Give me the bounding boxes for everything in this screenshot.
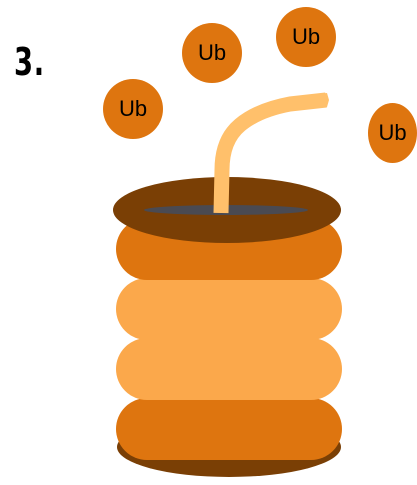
ubiquitin-label: Ub [378,120,406,146]
ubiquitin-molecule: Ub [182,23,242,83]
proteasome-ring-lower-middle [116,338,342,400]
ubiquitin-label: Ub [119,96,147,122]
proteasome-ring-upper-middle [116,278,342,340]
ubiquitin-label: Ub [292,24,320,50]
ubiquitin-molecule: Ub [368,103,417,163]
ubiquitin-molecule: Ub [276,7,336,67]
proteasome-ring-bottom [116,398,342,460]
polypeptide-chain-end [318,93,329,107]
ubiquitin-molecule: Ub [103,79,163,139]
ubiquitin-label: Ub [198,40,226,66]
